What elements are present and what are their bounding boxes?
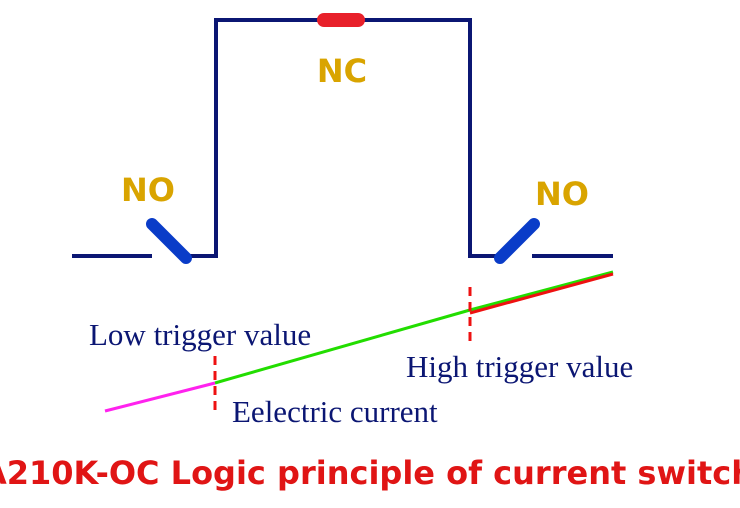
ramp-high-segment [469,272,614,315]
ramp-mid-segment [214,308,471,385]
low-trigger-label: Low trigger value [89,317,311,352]
high-trigger-label: High trigger value [406,349,633,384]
ramp-low-segment [104,381,216,413]
right-riser-wire [362,18,500,258]
no-left-label: NO [121,171,175,209]
no-contact-right [494,218,540,264]
no-right-label: NO [535,175,589,213]
left-riser-wire [185,18,320,258]
current-ramp [104,270,614,413]
circuit-wiring [72,18,613,258]
ramp-high-segment-green [469,270,614,312]
current-label: Eelectric current [232,394,438,429]
diagram-title: A210K-OC Logic principle of current swit… [0,454,740,492]
nc-label: NC [317,52,367,90]
no-contact-left [146,218,192,264]
